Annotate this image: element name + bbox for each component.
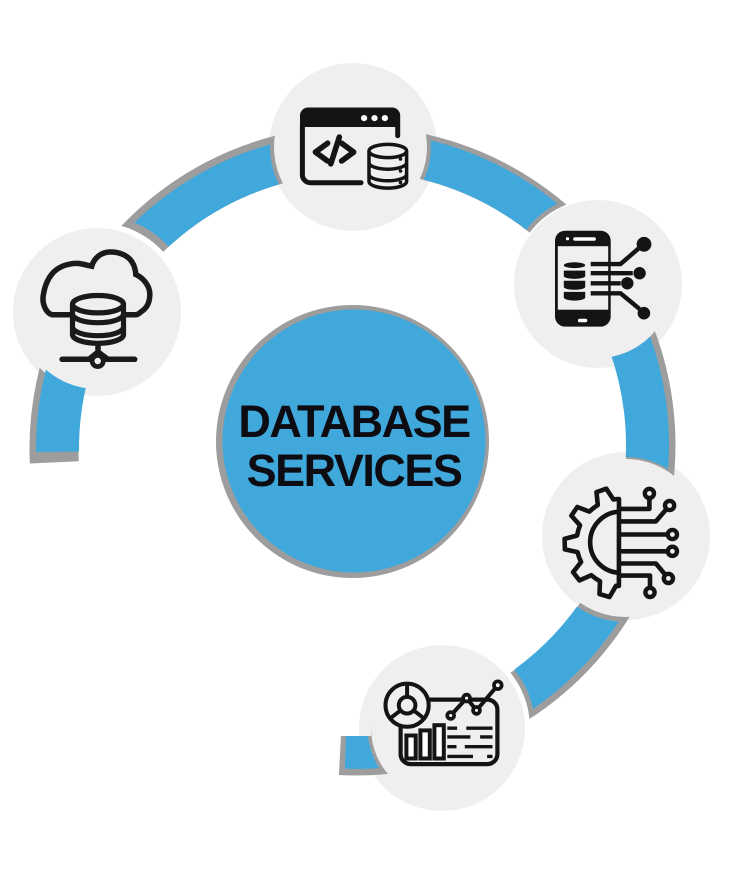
svg-text:SERVICES: SERVICES — [247, 445, 462, 496]
svg-text:DATABASE: DATABASE — [238, 396, 470, 447]
